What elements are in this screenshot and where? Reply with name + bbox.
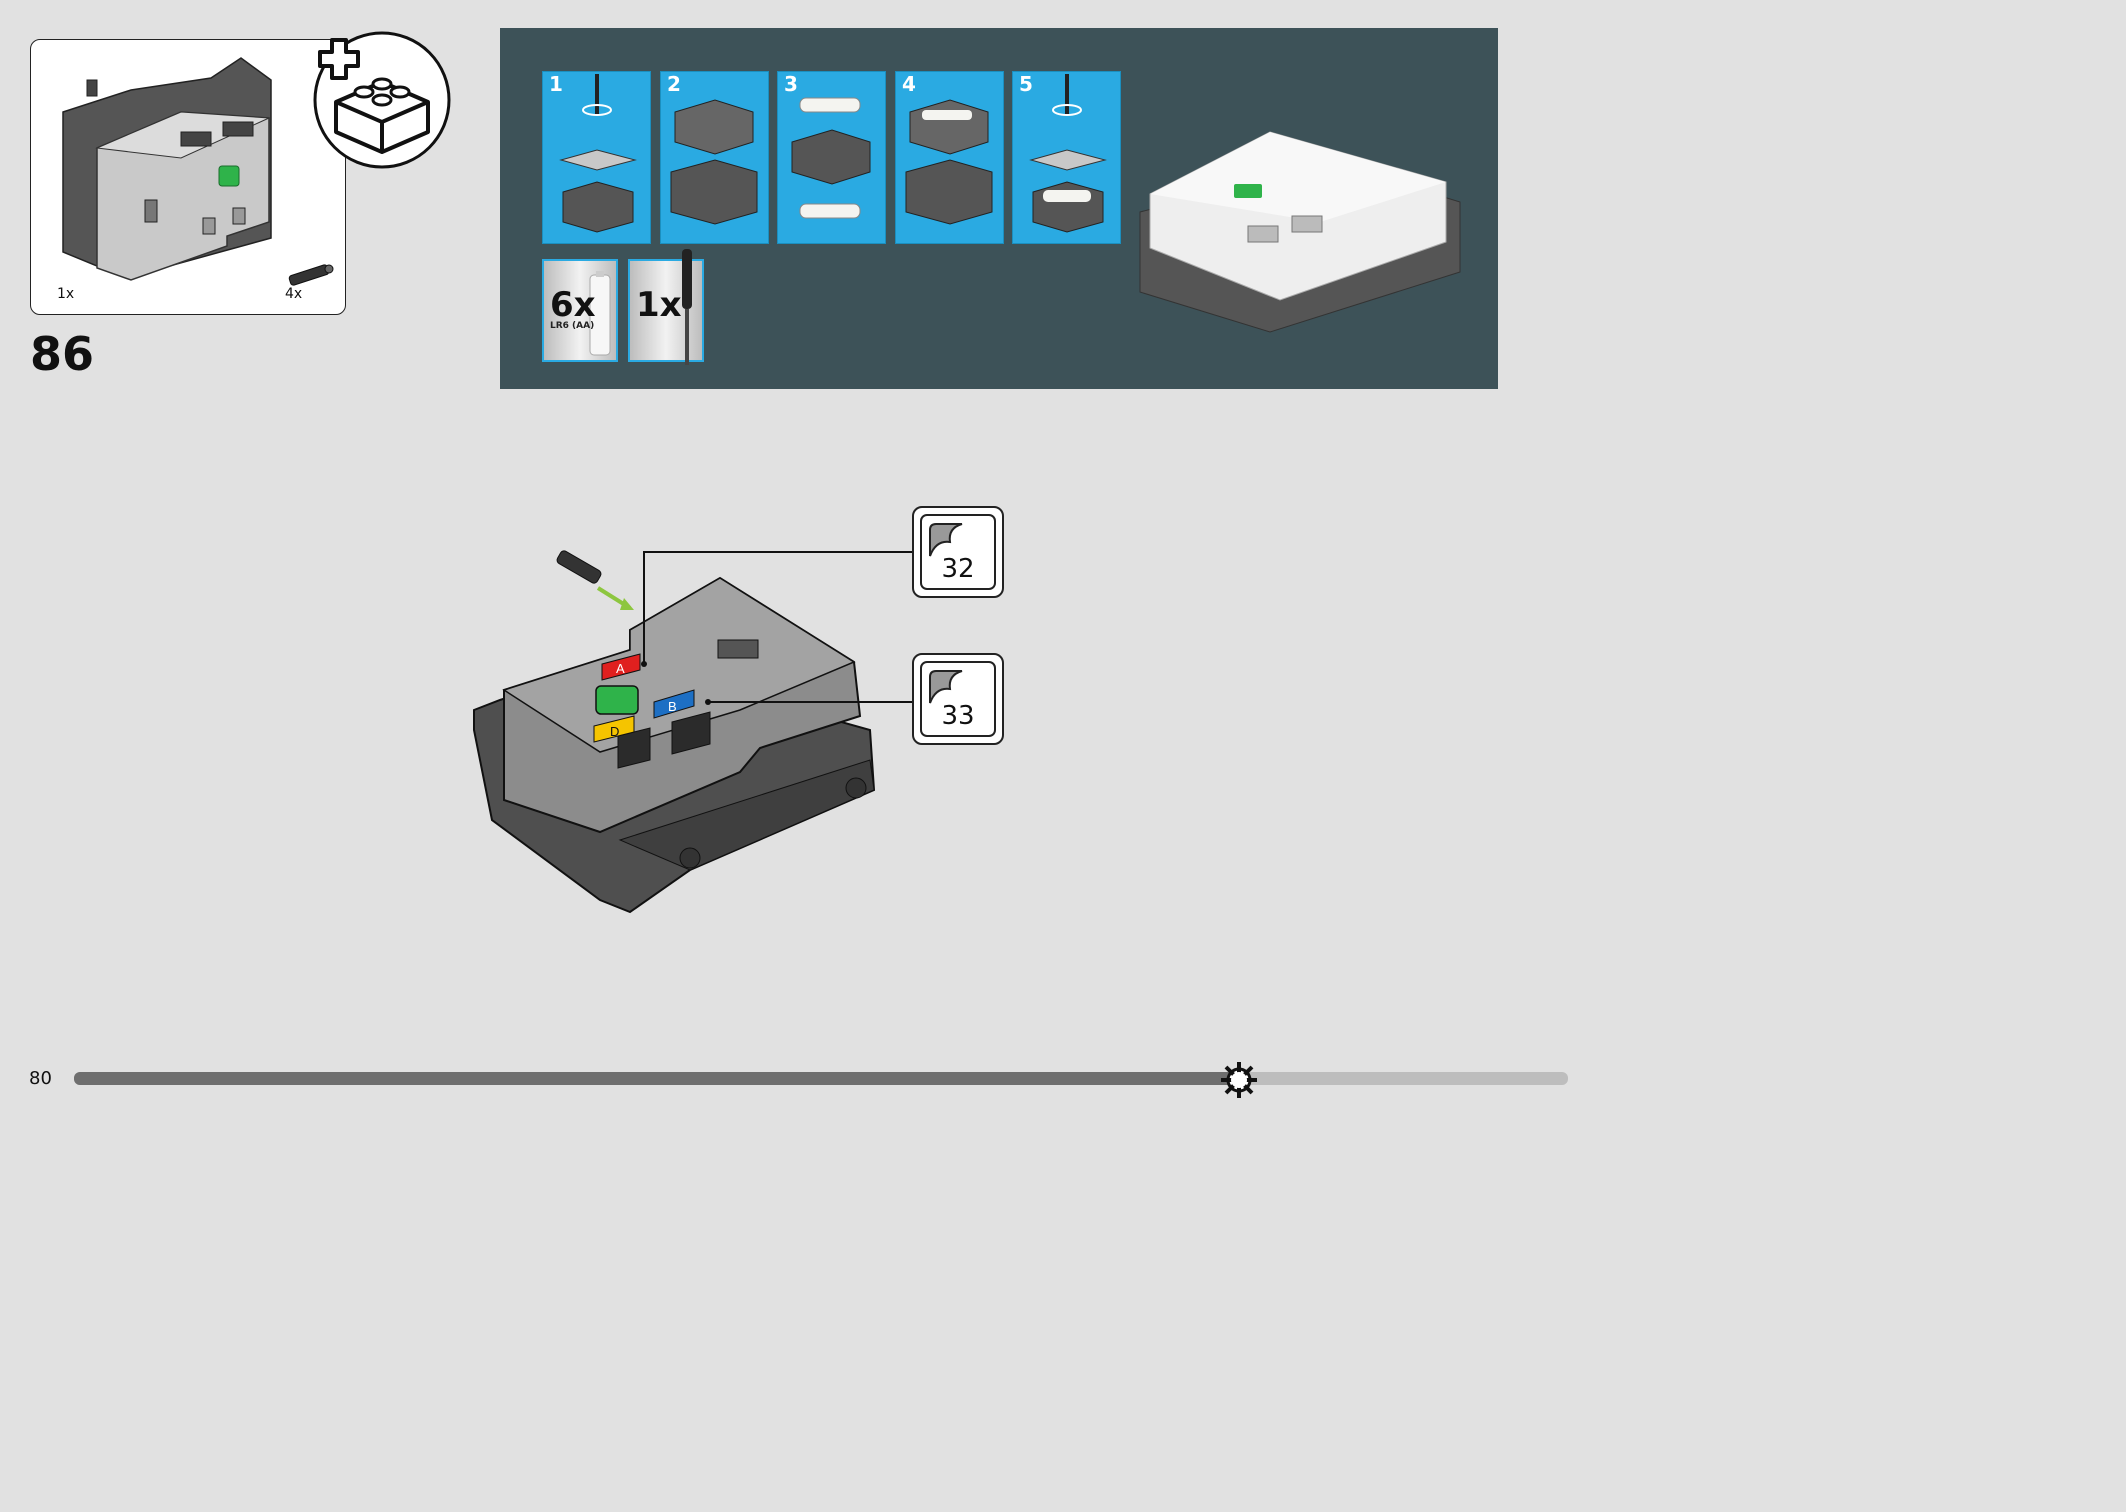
battery-quantity: 6x bbox=[550, 285, 596, 325]
battery-step-number: 5 bbox=[1019, 72, 1033, 96]
battery-step-card: 4 bbox=[895, 71, 1004, 244]
screwdriver-quantity: 1x bbox=[636, 285, 682, 325]
batteries-needed-card: 6x LR6 (AA) bbox=[542, 259, 618, 362]
battery-step-number: 3 bbox=[784, 72, 798, 96]
battery-step-card: 2 bbox=[660, 71, 769, 244]
pin-part-image bbox=[288, 264, 334, 286]
insert-batteries-illustration bbox=[791, 97, 871, 219]
sticker-number: 32 bbox=[941, 554, 975, 584]
page-number: 80 bbox=[29, 1068, 52, 1089]
sticker-icon bbox=[929, 523, 963, 557]
screwdriver-icon bbox=[682, 249, 692, 365]
sticker-number: 33 bbox=[941, 701, 975, 731]
parts-list: 1x 4x bbox=[30, 39, 346, 315]
svg-text:D: D bbox=[610, 724, 619, 739]
hub-assembly-illustration: A B D bbox=[473, 550, 876, 914]
sticker-icon bbox=[929, 670, 963, 704]
close-case-illustration bbox=[905, 99, 993, 225]
screwdriver-needed-card: 1x bbox=[628, 249, 704, 365]
progress-bar bbox=[74, 1072, 1568, 1085]
port-label-a: A bbox=[601, 653, 641, 681]
hub-quantity: 1x bbox=[57, 286, 75, 302]
battery-step-number: 1 bbox=[549, 72, 563, 96]
sticker-callout-lines bbox=[641, 551, 914, 705]
port-label-b: B bbox=[653, 689, 695, 719]
sticker-callout-32: 32 bbox=[912, 506, 1004, 598]
hub-part-image bbox=[62, 57, 272, 281]
progress-fill bbox=[74, 1072, 1239, 1085]
battery-step-card: 5 bbox=[1012, 71, 1121, 244]
open-case-illustration bbox=[670, 99, 758, 225]
svg-text:A: A bbox=[616, 661, 625, 676]
new-part-badge-icon bbox=[313, 31, 451, 169]
pin-quantity: 4x bbox=[285, 286, 303, 302]
aa-battery-icon bbox=[589, 271, 611, 356]
battery-install-panel: 1 2 3 4 5 bbox=[500, 28, 1498, 389]
battery-step-number: 2 bbox=[667, 72, 681, 96]
sticker-callout-33: 33 bbox=[912, 653, 1004, 745]
remove-cover-illustration bbox=[559, 74, 637, 233]
step-number: 86 bbox=[30, 327, 95, 381]
hub-photo bbox=[1139, 131, 1461, 333]
fasten-cover-illustration bbox=[1029, 74, 1107, 233]
battery-step-number: 4 bbox=[902, 72, 916, 96]
svg-text:B: B bbox=[668, 699, 677, 714]
progress-gear-icon bbox=[1221, 1062, 1257, 1098]
battery-step-card: 3 bbox=[777, 71, 886, 244]
battery-step-card: 1 bbox=[542, 71, 651, 244]
port-label-d: D bbox=[593, 715, 635, 743]
battery-type: LR6 (AA) bbox=[550, 321, 595, 331]
